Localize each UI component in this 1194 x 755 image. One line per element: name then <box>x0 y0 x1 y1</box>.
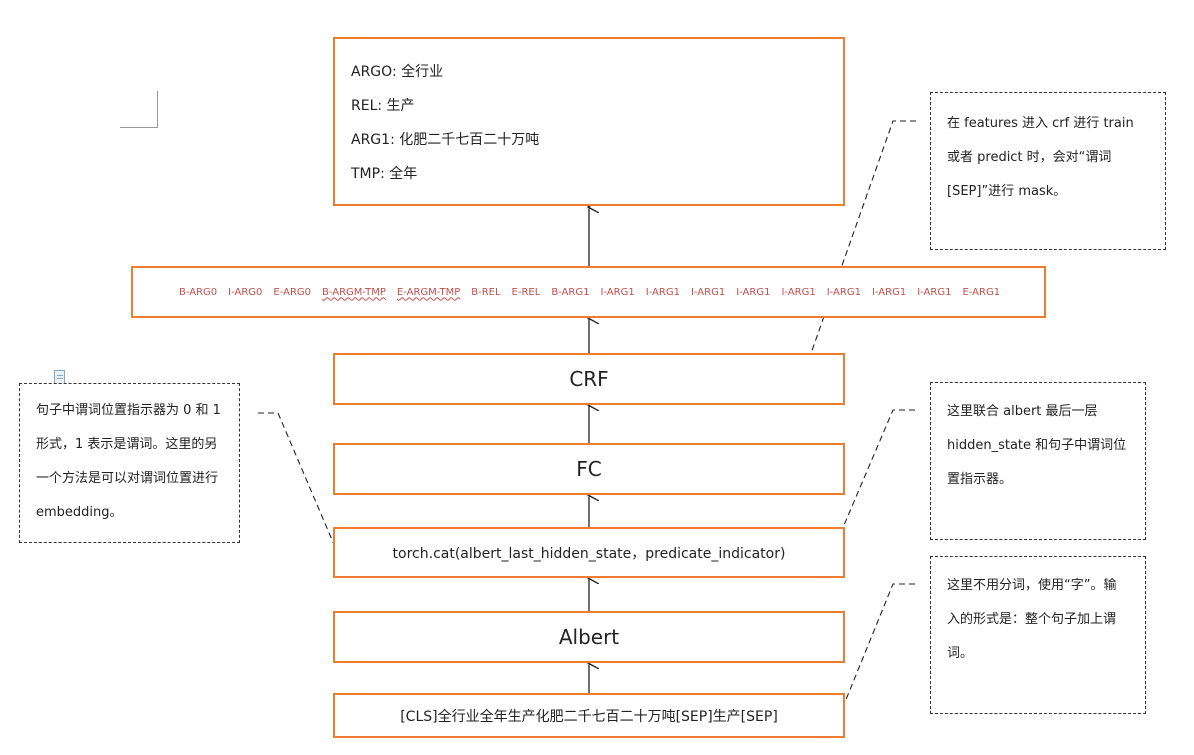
tag-label: I-ARG1 <box>917 286 952 298</box>
tag-label: E-ARGM-TMP <box>396 286 461 298</box>
note-input: 这里不用分词，使用“字”。输入的形式是：整个句子加上谓词。 <box>930 556 1146 714</box>
tag-label: B-ARGM-TMP <box>322 286 386 298</box>
tag-label: I-ARG1 <box>781 286 816 298</box>
albert-layer-label: Albert <box>558 625 620 649</box>
tag-label: E-ARG1 <box>962 286 1001 298</box>
tag-label: I-ARG1 <box>736 286 771 298</box>
tag-label: B-ARG0 <box>179 286 218 298</box>
tag-sequence-box: B-ARG0 I-ARG0 E-ARG0 B-ARGM-TMP E-ARGM-T… <box>131 266 1046 318</box>
tag-label: I-ARG1 <box>871 286 907 298</box>
input-sequence-label: [CLS]全行业全年生产化肥二千七百二十万吨[SEP]生产[SEP] <box>400 708 778 725</box>
leader-input <box>831 583 915 735</box>
output-line-tmp: TMP: 全年 <box>351 166 418 182</box>
tag-label: E-REL <box>511 286 541 298</box>
leader-indicator <box>258 412 345 569</box>
output-box: ARGO: 全行业 REL: 生产 ARG1: 化肥二千七百二十万吨 TMP: … <box>333 37 845 206</box>
output-line-arg1: ARG1: 化肥二千七百二十万吨 <box>351 132 540 148</box>
input-box: [CLS]全行业全年生产化肥二千七百二十万吨[SEP]生产[SEP] <box>333 693 845 738</box>
tag-label: I-ARG0 <box>228 286 263 298</box>
note-concat: 这里联合 albert 最后一层 hidden_state 和句子中谓词位置指示… <box>930 382 1146 540</box>
crf-layer-label: CRF <box>569 367 609 391</box>
tag-label: I-ARG1 <box>690 286 726 298</box>
tag-label: B-ARG1 <box>551 286 590 298</box>
albert-layer-box: Albert <box>333 611 845 663</box>
tag-label: I-ARG1 <box>600 286 635 298</box>
tag-label: E-ARG0 <box>273 286 312 298</box>
output-line-arg0: ARGO: 全行业 <box>351 64 444 80</box>
corner-mark <box>120 91 158 128</box>
fc-layer-label: FC <box>576 457 602 481</box>
tag-label: B-REL <box>471 286 501 298</box>
tag-label: I-ARG1 <box>826 286 861 298</box>
tag-label: I-ARG1 <box>645 286 680 298</box>
concat-layer-label: torch.cat(albert_last_hidden_state，predi… <box>392 545 786 562</box>
output-line-rel: REL: 生产 <box>351 98 415 114</box>
fc-layer-box: FC <box>333 443 845 495</box>
note-predicate-indicator: 句子中谓词位置指示器为 0 和 1 形式，1 表示是谓词。这里的另一个方法是可以… <box>19 383 240 543</box>
concat-layer-box: torch.cat(albert_last_hidden_state，predi… <box>333 527 845 578</box>
crf-layer-box: CRF <box>333 353 845 405</box>
note-crf-mask: 在 features 进入 crf 进行 train 或者 predict 时，… <box>930 92 1166 250</box>
leader-concat <box>829 409 915 559</box>
